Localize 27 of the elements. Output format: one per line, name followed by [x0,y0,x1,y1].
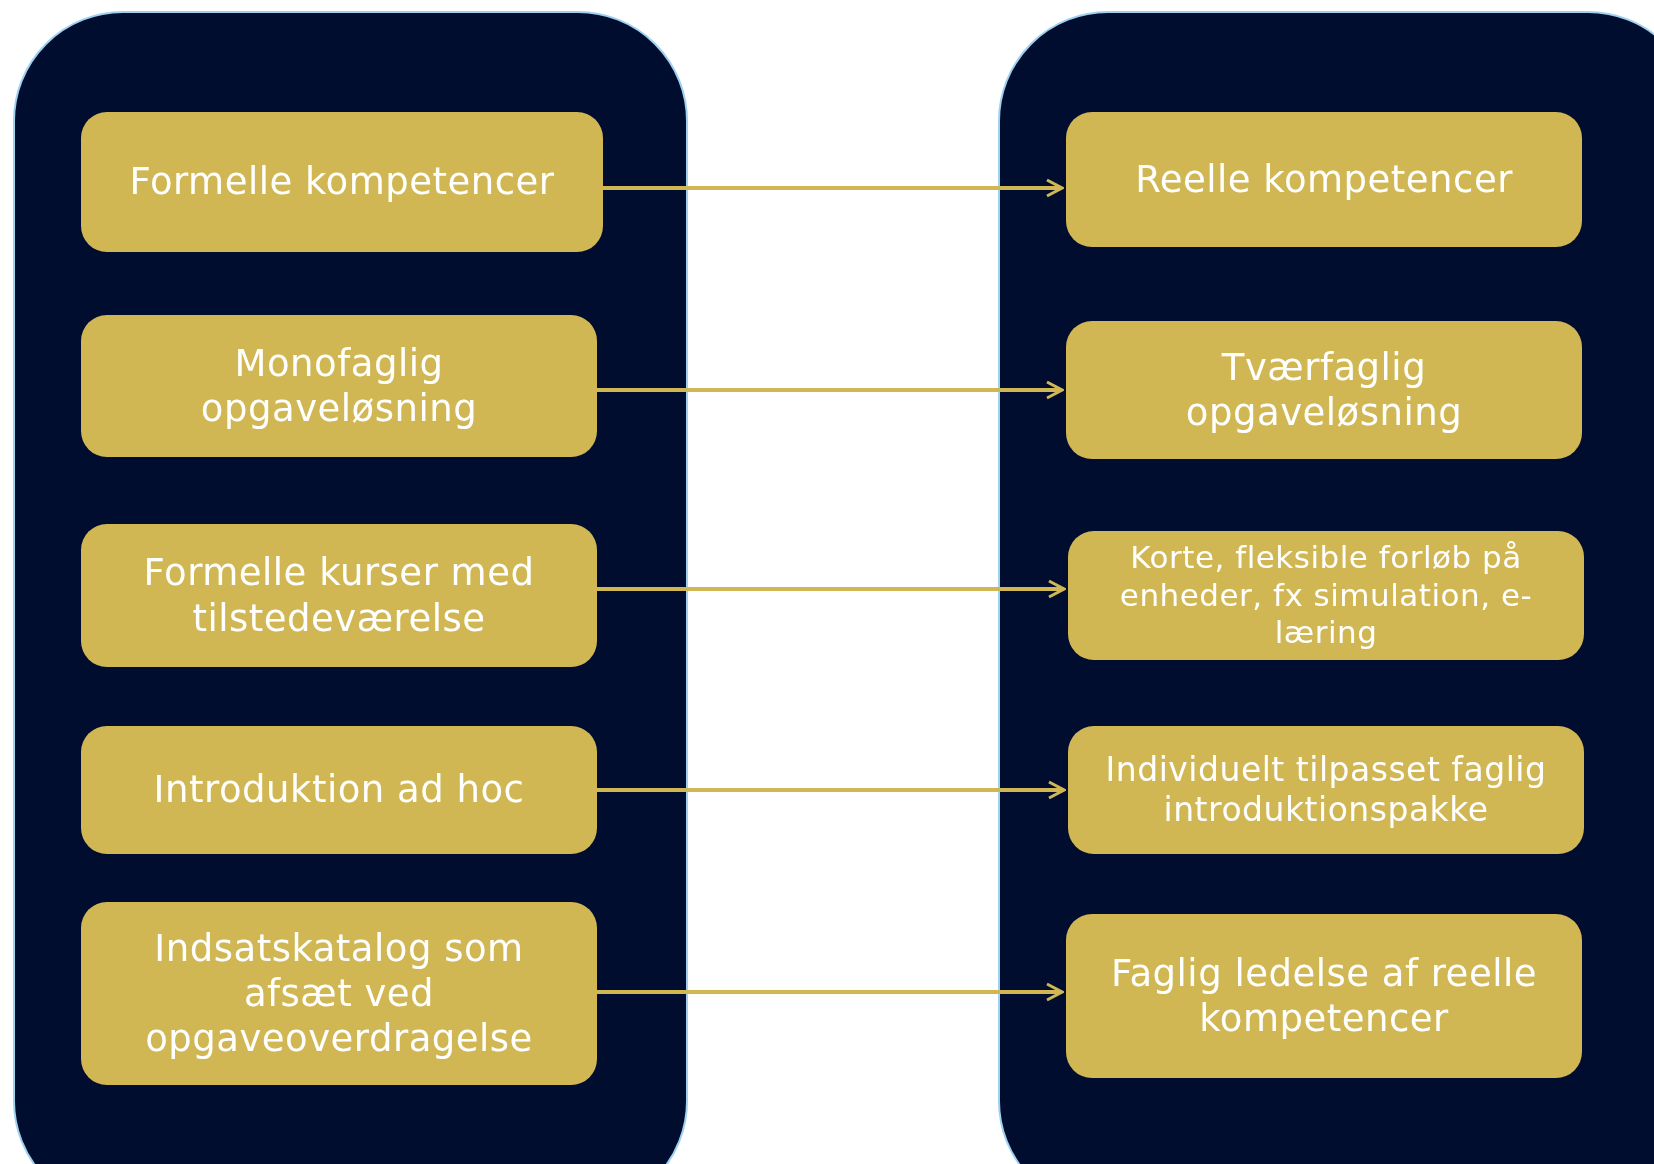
process-box [1068,726,1584,854]
panel-background [998,11,1654,1164]
panel-background [13,11,688,1164]
box-label: Indsatskatalog som afsæt ved opgaveoverdragelse [144,925,534,1062]
box-label: Tværfaglig opgaveløsning [1184,344,1464,436]
process-box [1066,321,1582,459]
process-box [81,112,603,252]
process-box [81,315,597,457]
box-label: Introduktion ad hoc [153,767,525,813]
box-label: Korte, fleksible forløb på enheder, fx simulation, e-læring [1118,538,1534,653]
arrow [595,780,1066,800]
process-box [1068,531,1584,660]
process-box [81,524,597,667]
arrow [601,178,1064,198]
box-label: Faglig ledelse af reelle kompetencer [1110,950,1538,1042]
arrow [595,982,1064,1002]
process-box [1066,112,1582,247]
process-box [81,902,597,1085]
box-label: Monofaglig opgaveløsning [199,340,479,432]
arrow [595,380,1064,400]
process-box [1066,914,1582,1078]
box-label: Formelle kompetencer [129,159,555,205]
arrow [595,579,1066,599]
box-label: Reelle kompetencer [1135,156,1513,203]
box-label: Individuelt tilpasset faglig introduktionspakke [1104,749,1548,831]
box-label: Formelle kurser med tilstedeværelse [142,550,536,641]
process-box [81,726,597,854]
